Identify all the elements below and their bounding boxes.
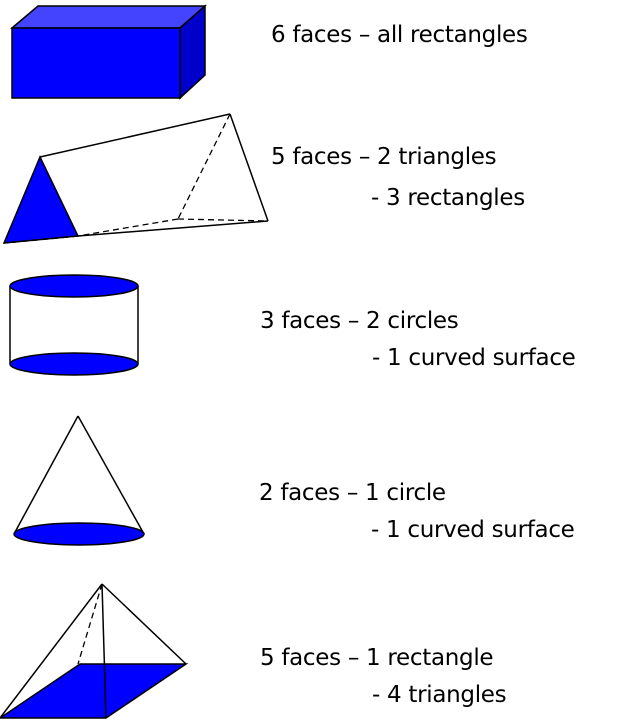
square-pyramid-icon	[0, 583, 189, 719]
cuboid-faces-label: 6 faces – all rectangles	[271, 22, 528, 48]
prism-rectangles-label: - 3 rectangles	[371, 185, 525, 211]
cylinder-faces-label: 3 faces – 2 circles	[260, 308, 459, 334]
cylinder-icon	[9, 274, 139, 376]
pyramid-triangles-label: - 4 triangles	[372, 682, 507, 708]
cone-icon	[13, 415, 145, 546]
cone-curved-label: - 1 curved surface	[371, 517, 575, 543]
cuboid-icon	[9, 4, 207, 100]
triangular-prism-icon	[2, 113, 269, 244]
cylinder-curved-label: - 1 curved surface	[372, 345, 576, 371]
cone-faces-label: 2 faces – 1 circle	[259, 480, 446, 506]
pyramid-faces-label: 5 faces – 1 rectangle	[260, 645, 494, 671]
prism-faces-label: 5 faces – 2 triangles	[271, 144, 497, 170]
